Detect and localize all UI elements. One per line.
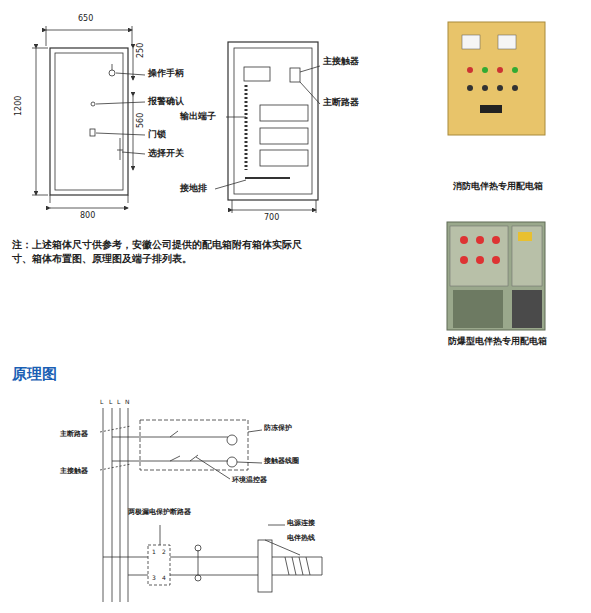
phase-label: L <box>109 398 112 405</box>
schematic-label: 电伴热线 <box>287 534 315 542</box>
callout-label: 报警确认 <box>148 96 184 107</box>
dimension: 650 <box>78 14 93 24</box>
callout-label: 操作手柄 <box>148 68 184 79</box>
product-photo: 消防电伴热专用配电箱 <box>448 22 545 135</box>
dimension: 560 <box>136 113 146 128</box>
schematic-label: 两极漏电保护断路器 <box>128 508 191 516</box>
callout-label: 输出端子 <box>180 111 216 122</box>
section-heading: 原理图 <box>12 365 57 384</box>
photo-caption: 消防电伴热专用配电箱 <box>438 180 558 193</box>
dimension: 800 <box>80 211 95 221</box>
terminal-number: 1 <box>152 548 156 555</box>
callout-label: 门锁 <box>148 129 166 140</box>
dimension: 700 <box>264 213 279 223</box>
phase-label: L <box>100 398 103 405</box>
callout-label: 选择开关 <box>148 148 184 159</box>
schematic-label: 主断路器 <box>60 430 88 438</box>
photo-caption: 防爆型电伴热专用配电箱 <box>437 335 557 348</box>
product-photo: 防爆型电伴热专用配电箱 <box>447 222 545 330</box>
schematic-label: 主接触器 <box>60 467 88 475</box>
terminal-number: 2 <box>162 548 166 555</box>
phase-label: N <box>125 398 130 405</box>
dimension: 250 <box>136 43 146 58</box>
schematic-label: 防冻保护 <box>264 424 292 432</box>
schematic-label: 电源连接 <box>287 519 315 527</box>
schematic-label: 环境温控器 <box>232 476 267 484</box>
callout-label: 主断路器 <box>323 97 359 108</box>
terminal-number: 4 <box>162 574 166 581</box>
schematic-label: 接触器线圈 <box>264 457 299 465</box>
callout-label: 接地排 <box>180 183 207 194</box>
note-text: 注：上述箱体尺寸供参考，安徽公司提供的配电箱附有箱体实际尺寸、箱体布置图、原理图… <box>12 238 302 267</box>
phase-label: L <box>117 398 120 405</box>
terminal-number: 3 <box>152 574 156 581</box>
dimension: 1200 <box>14 96 24 116</box>
callout-label: 主接触器 <box>323 56 359 67</box>
